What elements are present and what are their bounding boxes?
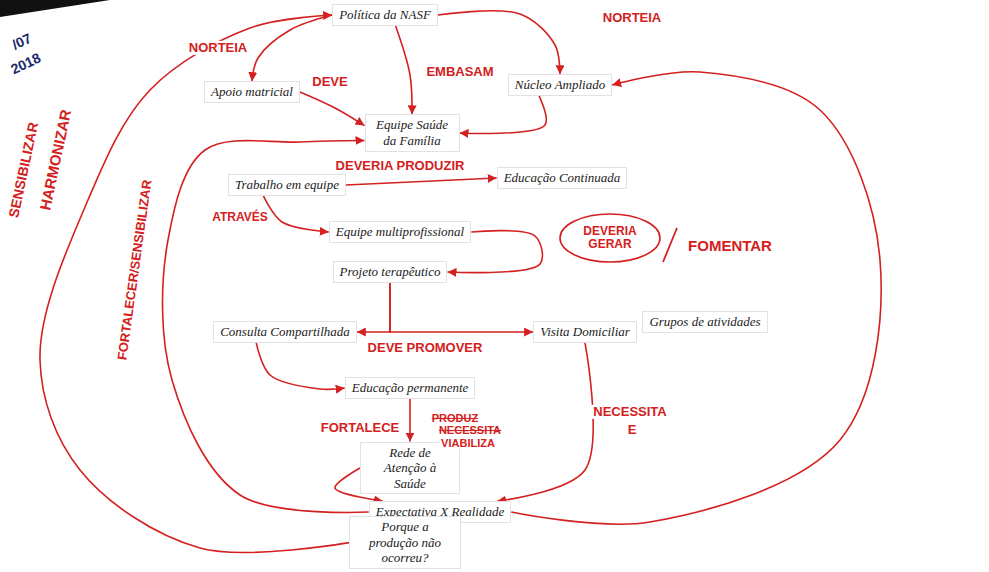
connector-arrow: [409, 399, 411, 442]
connector-arrow: [460, 96, 547, 134]
concept-box: Educação permanente: [345, 377, 476, 399]
concept-text: Trabalho em equipe: [235, 177, 339, 193]
connector-arrow: [256, 343, 344, 390]
handwritten-note: FOMENTAR: [686, 238, 774, 255]
concept-text: Rede de Atenção à Saúde: [367, 445, 453, 492]
concept-text: Porque a produção não ocorreu?: [356, 519, 454, 566]
concept-text: Visita Domiciliar: [540, 324, 630, 340]
concept-box: Consulta Compartilhada: [213, 321, 357, 343]
concept-box: Educação Continuada: [497, 167, 628, 189]
connector-arrow: [390, 283, 533, 332]
concept-box: Porque a produção não ocorreu?: [349, 516, 461, 569]
highlight-ellipse: [560, 214, 660, 262]
concept-text: Apoio matricial: [211, 84, 293, 100]
connector-arrow: [346, 178, 497, 185]
linking-phrase: EMBASAM: [424, 65, 495, 79]
linking-phrase: DEVE PROMOVER: [366, 341, 485, 355]
connector-arrow: [438, 11, 560, 74]
linking-phrase: ATRAVÉS: [210, 211, 270, 224]
connector-arrow: [497, 343, 593, 501]
handwritten-note: FORTALECER/SENSIBILIZAR: [115, 177, 155, 363]
concept-box: Trabalho em equipe: [228, 174, 346, 196]
handwritten-note: 2018: [7, 50, 45, 79]
handwritten-note: PRODUZ: [430, 412, 480, 424]
concept-text: Núcleo Ampliado: [515, 77, 605, 93]
concept-text: Equipe Saúde da Família: [372, 117, 453, 148]
slash-mark: [663, 228, 677, 262]
concept-text: Consulta Compartilhada: [220, 324, 350, 340]
linking-phrase: DEVE: [310, 75, 349, 89]
handwritten-note: E: [626, 423, 639, 437]
connector-arrow: [40, 15, 349, 552]
handwritten-note: /07: [8, 30, 36, 54]
photo-corner: [0, 0, 110, 17]
concept-text: Grupos de atividades: [649, 314, 760, 330]
handwritten-note: SENSIBILIZAR: [6, 119, 42, 221]
connector-arrow: [357, 283, 390, 332]
concept-text: Educação Continuada: [504, 170, 621, 186]
linking-phrase: NORTEIA: [601, 11, 664, 25]
connector-arrow: [511, 72, 881, 524]
linking-phrase: FORTALECE: [319, 421, 401, 435]
concept-box: Equipe Saúde da Família: [365, 114, 460, 151]
concept-box: Apoio matricial: [204, 81, 300, 103]
concept-box: Rede de Atenção à Saúde: [360, 442, 460, 495]
concept-box: Projeto terapêutico: [333, 261, 448, 283]
concept-box: Equipe multiprofissional: [329, 221, 471, 243]
connector-arrow: [163, 140, 369, 512]
concept-box: Visita Domiciliar: [533, 321, 637, 343]
concept-text: Projeto terapêutico: [340, 264, 441, 280]
connector-arrow: [263, 196, 328, 232]
concept-text: Política da NASF: [339, 7, 431, 23]
handwritten-note: NECESSITA: [437, 424, 503, 436]
handwritten-note: HARMONIZAR: [37, 106, 75, 214]
linking-phrase: DEVERIA GERAR: [572, 225, 648, 251]
linking-phrase: DEVERIA PRODUZIR: [334, 159, 467, 173]
linking-phrase: NORTEIA: [187, 41, 250, 55]
concept-text: Equipe multiprofissional: [336, 224, 464, 240]
concept-text: Educação permanente: [352, 380, 469, 396]
connector-arrow: [252, 15, 332, 81]
linking-phrase: NECESSITA: [591, 405, 668, 419]
concept-box: Grupos de atividades: [642, 311, 767, 333]
connector-arrow: [396, 26, 412, 115]
connector-arrow: [300, 92, 365, 126]
concept-box: Núcleo Ampliado: [508, 74, 612, 96]
concept-box: Política da NASF: [332, 4, 438, 26]
